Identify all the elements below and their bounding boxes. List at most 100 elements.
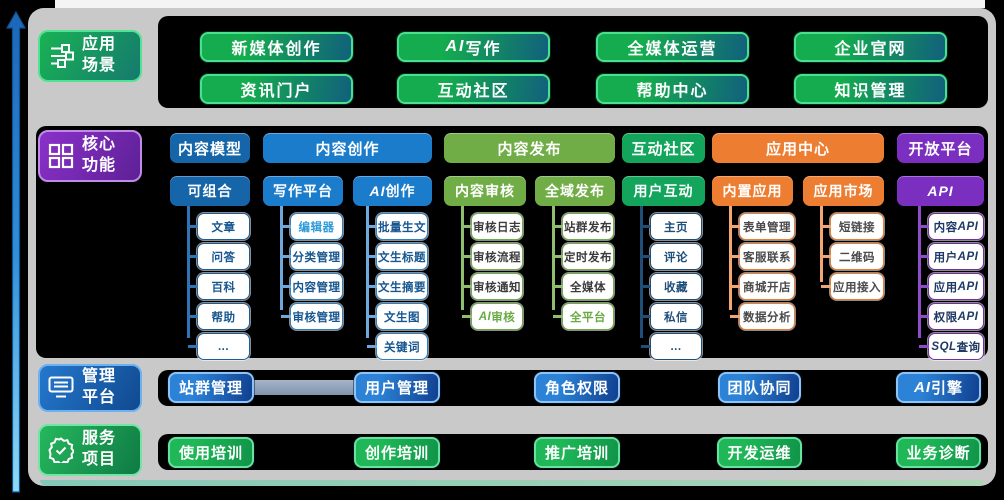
connector-bar: [254, 380, 354, 395]
section-label-text: 管理 平台: [82, 368, 117, 406]
feature-item: 全平台: [553, 303, 614, 330]
feature-item: 二维码: [821, 243, 884, 270]
feature-item: 审核日志: [462, 213, 523, 240]
feature-item: 帮助: [188, 303, 250, 330]
feature-item: 编辑器: [281, 213, 343, 240]
core-column-header: 应用中心: [712, 133, 884, 163]
section-label-core: 核心 功能: [38, 130, 142, 182]
scenario-button: 互动社区: [397, 74, 550, 104]
tree-connector-line: [640, 206, 643, 338]
scenario-button: 知识管理: [794, 74, 947, 104]
management-button: 用户管理: [354, 372, 440, 403]
feature-item: 客服联系: [730, 243, 795, 270]
feature-item: 文章: [188, 213, 250, 240]
tree-connector-line: [187, 206, 190, 338]
section-label-services: 服务 项目: [38, 424, 142, 476]
core-subcolumn-header: 可组合: [170, 176, 250, 206]
tree-connector-line: [552, 206, 555, 310]
tree-connector-line: [461, 206, 464, 310]
feature-item-list: 批量生文文生标题文生摘要文生图关键词: [366, 206, 428, 360]
core-subcolumn-header: 全域发布: [535, 176, 615, 206]
feature-item: 内容管理: [281, 273, 343, 300]
service-button: 开发运维: [717, 437, 802, 468]
feature-item: 评论: [641, 243, 702, 270]
feature-item: 站群发布: [553, 213, 614, 240]
feature-item: 问答: [188, 243, 250, 270]
feature-item: 商城开店: [730, 273, 795, 300]
core-subcolumn-header: API: [897, 176, 984, 206]
feature-item: 文生摘要: [367, 273, 428, 300]
scenario-button: 帮助中心: [596, 74, 749, 104]
grid-icon: [48, 143, 74, 169]
service-button: 推广培训: [534, 437, 620, 468]
feature-item: 关键词: [367, 333, 428, 360]
feature-item: 审核流程: [462, 243, 523, 270]
tree-connector-line: [729, 206, 732, 310]
tree-connector-line: [918, 206, 921, 338]
feature-item: 定时发布: [553, 243, 614, 270]
core-column-header: 互动社区: [622, 133, 705, 163]
feature-item: 批量生文: [367, 213, 428, 240]
section-label-text: 应用 场景: [82, 36, 117, 74]
scenario-button: 全媒体运营: [596, 32, 749, 62]
feature-item: 审核管理: [281, 303, 343, 330]
scenario-button: 新媒体创作: [200, 32, 353, 62]
section-label-scenarios: 应用 场景: [38, 30, 142, 82]
core-subcolumn-header: 应用市场: [803, 176, 884, 206]
feature-item-list: 编辑器分类管理内容管理审核管理: [280, 206, 343, 330]
core-column-header: 内容模型: [170, 133, 250, 163]
feature-item: 表单管理: [730, 213, 795, 240]
feature-item-list: 主页评论收藏私信...: [640, 206, 702, 360]
feature-item: 文生标题: [367, 243, 428, 270]
flow-icon: [51, 44, 74, 68]
feature-item: ...: [641, 333, 702, 360]
service-button: 业务诊断: [896, 437, 981, 468]
feature-item: 私信: [641, 303, 702, 330]
feature-item: 应用接入: [821, 273, 884, 300]
display-icon: [48, 376, 74, 398]
feature-item: 百科: [188, 273, 250, 300]
core-column-header: 内容创作: [263, 133, 432, 163]
core-subcolumn-header: 内置应用: [712, 176, 793, 206]
scenario-button: 资讯门户: [200, 74, 353, 104]
section-label-text: 核心 功能: [82, 136, 117, 174]
tree-connector-line: [820, 206, 823, 282]
section-label-text: 服务 项目: [82, 430, 117, 468]
core-subcolumn-header: 写作平台: [263, 176, 343, 206]
feature-item: 数据分析: [730, 303, 795, 330]
core-column-header: 开放平台: [897, 133, 984, 163]
feature-item-list: 站群发布定时发布全媒体全平台: [552, 206, 614, 330]
service-button: 创作培训: [354, 437, 440, 468]
scenario-button: 企业官网: [794, 32, 947, 62]
feature-item: 主页: [641, 213, 702, 240]
management-button: 站群管理: [168, 372, 254, 403]
feature-item: 短链接: [821, 213, 884, 240]
timeline-arrow: [5, 10, 27, 493]
core-column-header: 内容发布: [444, 133, 615, 163]
top-edge-strip: [55, 0, 985, 8]
core-subcolumn-header: 用户互动: [622, 176, 705, 206]
core-subcolumn-header: 内容审核: [444, 176, 526, 206]
feature-item-list: 文章问答百科帮助...: [187, 206, 250, 360]
feature-item-list: 短链接二维码应用接入: [820, 206, 884, 300]
feature-item: 文生图: [367, 303, 428, 330]
management-button: 团队协同: [718, 372, 801, 403]
section-label-management: 管理 平台: [38, 364, 142, 412]
feature-item-list: 表单管理客服联系商城开店数据分析: [729, 206, 795, 330]
feature-item: 审核通知: [462, 273, 523, 300]
badge-check-icon: [48, 437, 74, 463]
feature-item: ...: [188, 333, 250, 360]
tree-connector-line: [366, 206, 369, 338]
